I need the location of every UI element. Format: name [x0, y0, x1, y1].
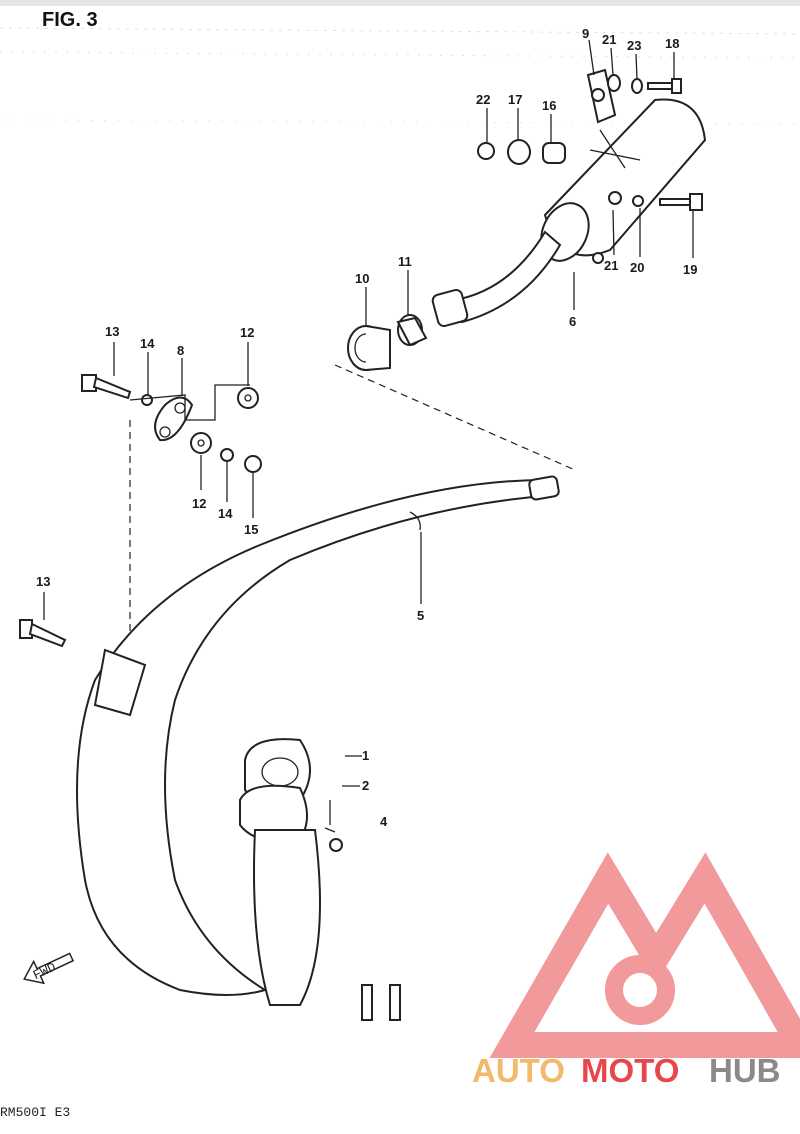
scan-noise — [0, 0, 800, 125]
figure-code: RM500I E3 — [0, 1105, 70, 1120]
bolt-19 — [659, 193, 703, 211]
callout-13-lower: 13 — [36, 574, 50, 589]
tail-pipe — [431, 230, 562, 327]
callout-labels: 1 2 4 5 6 8 9 10 11 12 12 13 13 14 14 15… — [36, 26, 697, 829]
leader-lines — [43, 39, 694, 787]
washer-21-top — [607, 74, 621, 92]
head-pipe — [253, 829, 321, 1006]
callout-8: 8 — [177, 343, 184, 358]
callout-2: 2 — [362, 778, 369, 793]
callout-14-lower: 14 — [218, 506, 233, 521]
seal-10 — [347, 325, 391, 371]
washer-14-upper — [141, 394, 153, 406]
exhaust-pipe-5 — [76, 475, 560, 996]
nut-3 — [329, 838, 343, 852]
bolt-13-upper — [81, 374, 132, 400]
bolt-13-lower — [19, 619, 67, 648]
washer-12-upper — [237, 387, 259, 409]
callout-21-right: 21 — [604, 258, 618, 273]
callout-20: 20 — [630, 260, 644, 275]
bracket-9 — [586, 68, 617, 124]
washer-14-lower — [220, 448, 234, 462]
studs — [361, 984, 401, 1021]
callout-22: 22 — [476, 92, 490, 107]
callout-13-upper: 13 — [105, 324, 119, 339]
callout-10: 10 — [355, 271, 369, 286]
nut-22 — [477, 142, 495, 160]
callout-17: 17 — [508, 92, 522, 107]
direction-marker: FWD — [23, 952, 75, 985]
bolt-18 — [647, 78, 682, 94]
watermark-text: AUTO MOTO HUB — [472, 1052, 781, 1089]
watermark-auto: AUTO — [472, 1052, 565, 1089]
bolt-4 — [324, 800, 336, 833]
callout-1: 1 — [362, 748, 369, 763]
callout-16: 16 — [542, 98, 556, 113]
watermark-moto: MOTO — [581, 1052, 679, 1089]
ring-11 — [396, 314, 428, 347]
callout-19: 19 — [683, 262, 697, 277]
callout-6: 6 — [569, 314, 576, 329]
callout-9: 9 — [582, 26, 589, 41]
nut-15 — [244, 455, 262, 473]
watermark-logo — [489, 852, 800, 1058]
figure-title: FIG. 3 — [42, 9, 98, 31]
callout-23: 23 — [627, 38, 641, 53]
mount-8 — [154, 396, 194, 442]
callout-15: 15 — [244, 522, 258, 537]
callout-5: 5 — [417, 608, 424, 623]
callout-12-lower: 12 — [192, 496, 206, 511]
washer-23 — [631, 78, 643, 94]
collar-16 — [542, 142, 566, 164]
washer-12-lower — [190, 432, 212, 454]
callout-14-upper: 14 — [140, 336, 155, 351]
grommet-17 — [507, 139, 531, 165]
callout-11: 11 — [398, 254, 412, 269]
washer-20 — [632, 195, 644, 207]
callout-12-upper: 12 — [240, 325, 254, 340]
callout-18: 18 — [665, 36, 679, 51]
callout-4: 4 — [380, 814, 388, 829]
callout-21-top: 21 — [602, 32, 616, 47]
watermark-hub: HUB — [709, 1052, 781, 1089]
